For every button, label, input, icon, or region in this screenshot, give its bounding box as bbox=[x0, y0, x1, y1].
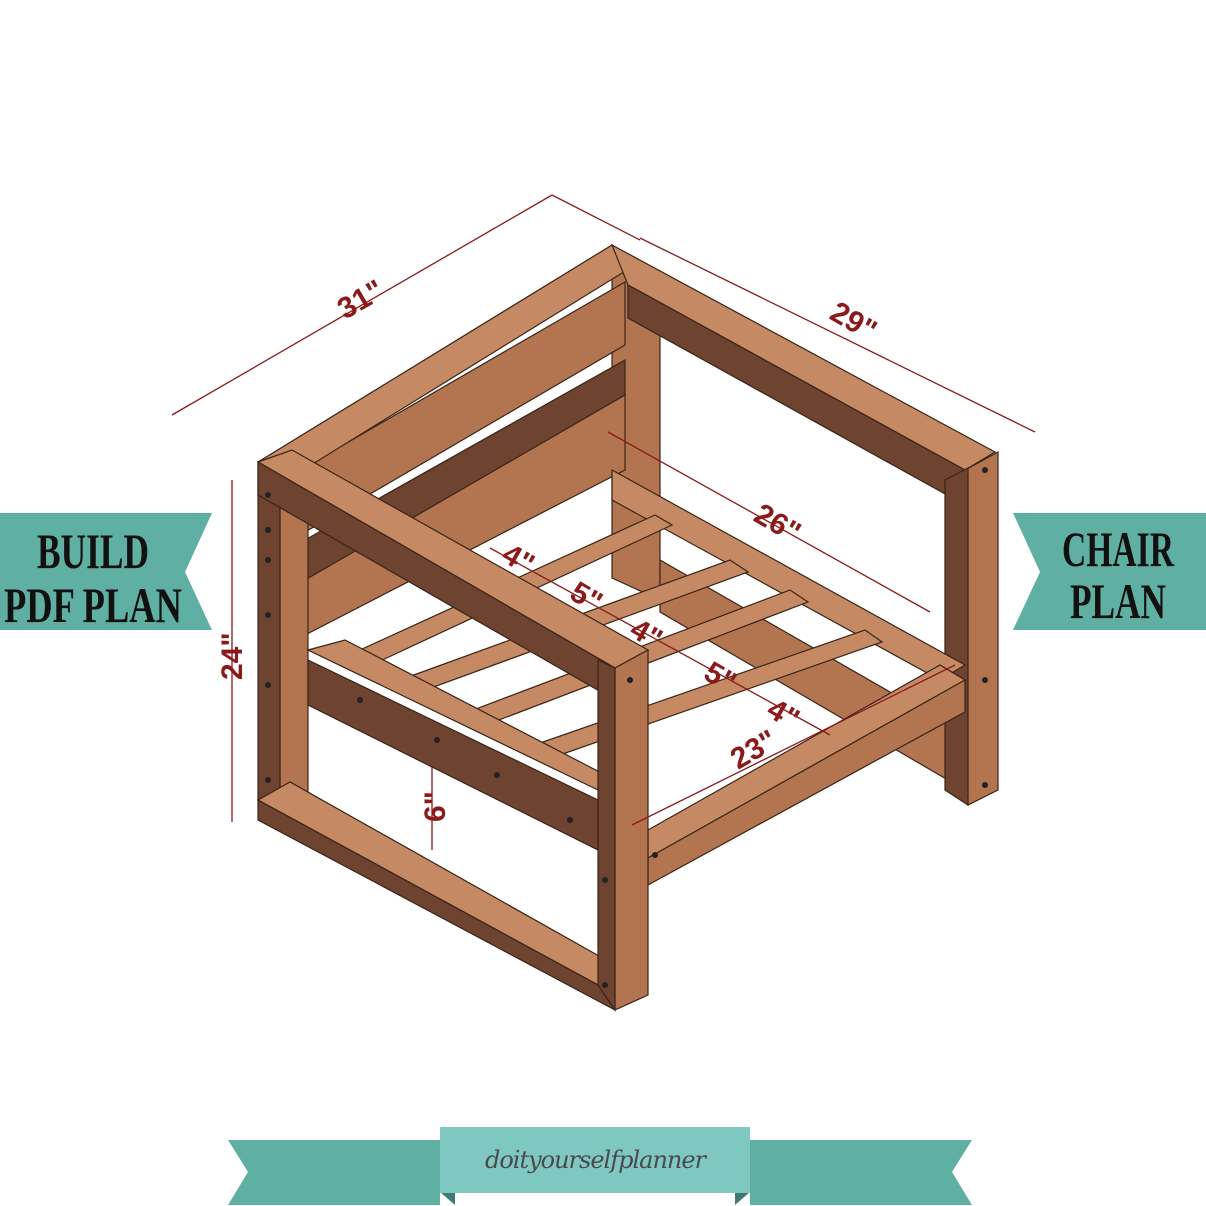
dimension-lines bbox=[171, 194, 1036, 850]
front-leg bbox=[614, 648, 649, 1011]
left-banner: BUILD PDF PLAN bbox=[0, 513, 212, 633]
dim-height: 24" bbox=[216, 632, 249, 680]
right-leg bbox=[964, 450, 999, 806]
left-leg-side bbox=[257, 463, 281, 801]
right-banner: CHAIR PLAN bbox=[1013, 513, 1206, 630]
dim-width: 31" bbox=[332, 274, 390, 326]
right-leg-side bbox=[944, 467, 969, 807]
right-arm-top bbox=[610, 243, 997, 471]
seat-right-rail bbox=[647, 678, 966, 887]
footer-brand-text: doityourselfplanner bbox=[484, 1146, 706, 1174]
dim-seat-depth: 26" bbox=[749, 497, 807, 549]
right-banner-line1: CHAIR bbox=[1062, 521, 1175, 577]
chair-frame bbox=[256, 243, 999, 1012]
left-leg bbox=[279, 478, 309, 817]
left-banner-line1: BUILD bbox=[37, 523, 149, 579]
front-leg-side bbox=[597, 659, 616, 1012]
screws bbox=[265, 467, 988, 988]
dim-seat-clearance: 6" bbox=[419, 791, 452, 822]
right-banner-line2: PLAN bbox=[1070, 573, 1166, 629]
left-banner-line2: PDF PLAN bbox=[4, 577, 182, 633]
footer-ribbon bbox=[228, 1127, 972, 1205]
dim-depth: 29" bbox=[825, 295, 883, 347]
